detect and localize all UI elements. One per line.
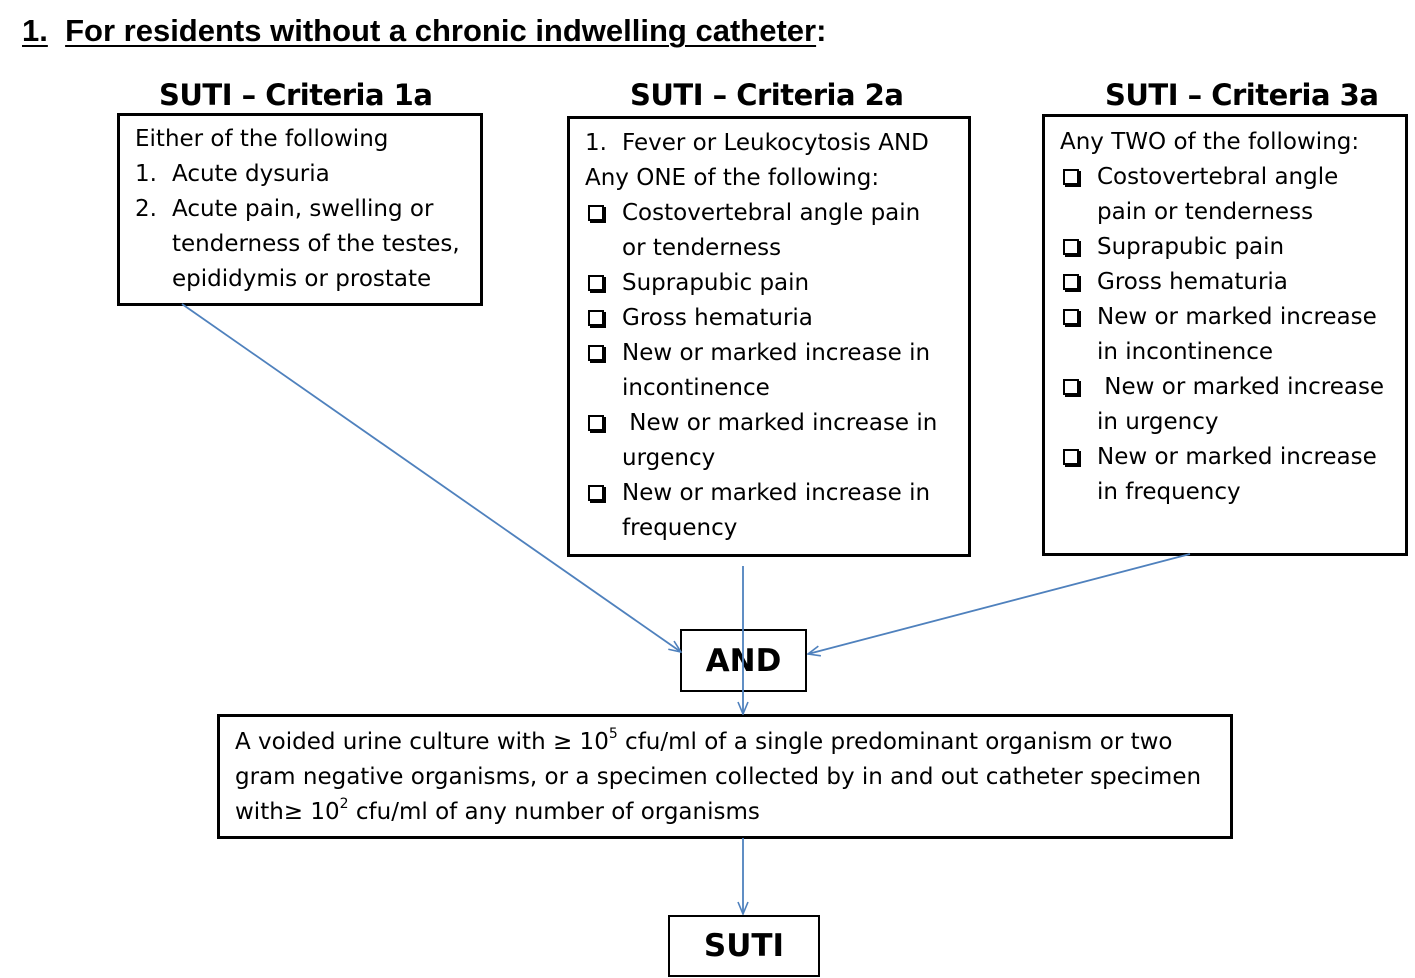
criteria-1a-item-2-num: 2. <box>135 196 157 222</box>
urine-culture-box: A voided urine culture with ≥ 105 cfu/ml… <box>217 714 1233 839</box>
criteria-2a-lead: Fever or Leukocytosis AND <box>622 130 929 156</box>
criteria-1a-item-2-line-2: tenderness of the testes, <box>172 231 460 257</box>
criteria-1a-box: Either of the following 1. Acute dysuria… <box>117 113 483 306</box>
criteria-2a-item-5-line-1: New or marked increase in <box>622 410 938 436</box>
checkbox-icon <box>1063 274 1079 290</box>
criteria-1a-item-2-line-3: epididymis or prostate <box>172 266 432 292</box>
checkbox-icon <box>1063 309 1079 325</box>
checkbox-icon <box>1063 239 1079 255</box>
criteria-1a-item-2-line-1: Acute pain, swelling or <box>172 196 434 222</box>
criteria-1a-intro: Either of the following <box>135 126 389 152</box>
criteria-2a-item-5-line-2: urgency <box>622 445 716 471</box>
section-heading: 1. For residents without a chronic indwe… <box>22 12 826 50</box>
criteria-3a-item-3: Gross hematuria <box>1097 269 1288 295</box>
criteria-3a-item-6-line-1: New or marked increase <box>1097 444 1377 470</box>
heading-number: 1. <box>22 13 48 48</box>
criteria-2a-item-2: Suprapubic pain <box>622 270 810 296</box>
checkbox-icon <box>588 345 604 361</box>
heading-suffix: : <box>816 13 827 48</box>
criteria-1a-item-1-num: 1. <box>135 161 157 187</box>
criteria-2a-lead-num: 1. <box>585 130 607 156</box>
suti-outcome-label: SUTI <box>703 928 785 964</box>
criteria-3a-item-5-line-1: New or marked increase <box>1097 374 1385 400</box>
criteria-3a-title: SUTI – Criteria 3a <box>1105 78 1379 112</box>
criteria-2a-item-6-line-2: frequency <box>622 515 738 541</box>
criteria-3a-box: Any TWO of the following: Costovertebral… <box>1042 114 1408 556</box>
connector-3a-to-and <box>808 553 1191 654</box>
suti-outcome-node: SUTI <box>668 915 820 977</box>
checkbox-icon <box>588 310 604 326</box>
criteria-3a-item-4-line-2: in incontinence <box>1097 339 1274 365</box>
criteria-3a-item-5-line-2: in urgency <box>1097 409 1219 435</box>
criteria-2a-item-1-line-2: or tenderness <box>622 235 782 261</box>
criteria-2a-box: 1. Fever or Leukocytosis AND Any ONE of … <box>567 116 971 557</box>
criteria-1a-item-1: Acute dysuria <box>172 161 330 187</box>
checkbox-icon <box>588 415 604 431</box>
checkbox-icon <box>588 485 604 501</box>
checkbox-icon <box>588 275 604 291</box>
urine-culture-line-3: with≥ 102 cfu/ml of any number of organi… <box>235 796 760 825</box>
checkbox-icon <box>1063 449 1079 465</box>
criteria-2a-title: SUTI – Criteria 2a <box>630 78 904 112</box>
criteria-2a-item-6-line-1: New or marked increase in <box>622 480 931 506</box>
criteria-2a-item-4-line-1: New or marked increase in <box>622 340 931 366</box>
checkbox-icon <box>1063 379 1079 395</box>
checkbox-icon <box>588 205 604 221</box>
criteria-2a-item-3: Gross hematuria <box>622 305 813 331</box>
criteria-1a-title: SUTI – Criteria 1a <box>159 78 433 112</box>
criteria-2a-item-1-line-1: Costovertebral angle pain <box>622 200 921 226</box>
criteria-3a-item-1-line-1: Costovertebral angle <box>1097 164 1339 190</box>
criteria-2a-item-4-line-2: incontinence <box>622 375 770 401</box>
criteria-3a-item-6-line-2: in frequency <box>1097 479 1241 505</box>
criteria-3a-intro: Any TWO of the following: <box>1060 129 1360 155</box>
criteria-3a-item-1-line-2: pain or tenderness <box>1097 199 1314 225</box>
urine-culture-line-2: gram negative organisms, or a specimen c… <box>235 764 1202 790</box>
criteria-2a-intro: Any ONE of the following: <box>585 165 880 191</box>
connector-1a-to-and <box>181 303 681 652</box>
heading-text: For residents without a chronic indwelli… <box>65 13 817 48</box>
criteria-3a-item-4-line-1: New or marked increase <box>1097 304 1377 330</box>
criteria-3a-item-2: Suprapubic pain <box>1097 234 1285 260</box>
urine-culture-line-1: A voided urine culture with ≥ 105 cfu/ml… <box>235 726 1173 755</box>
checkbox-icon <box>1063 169 1079 185</box>
